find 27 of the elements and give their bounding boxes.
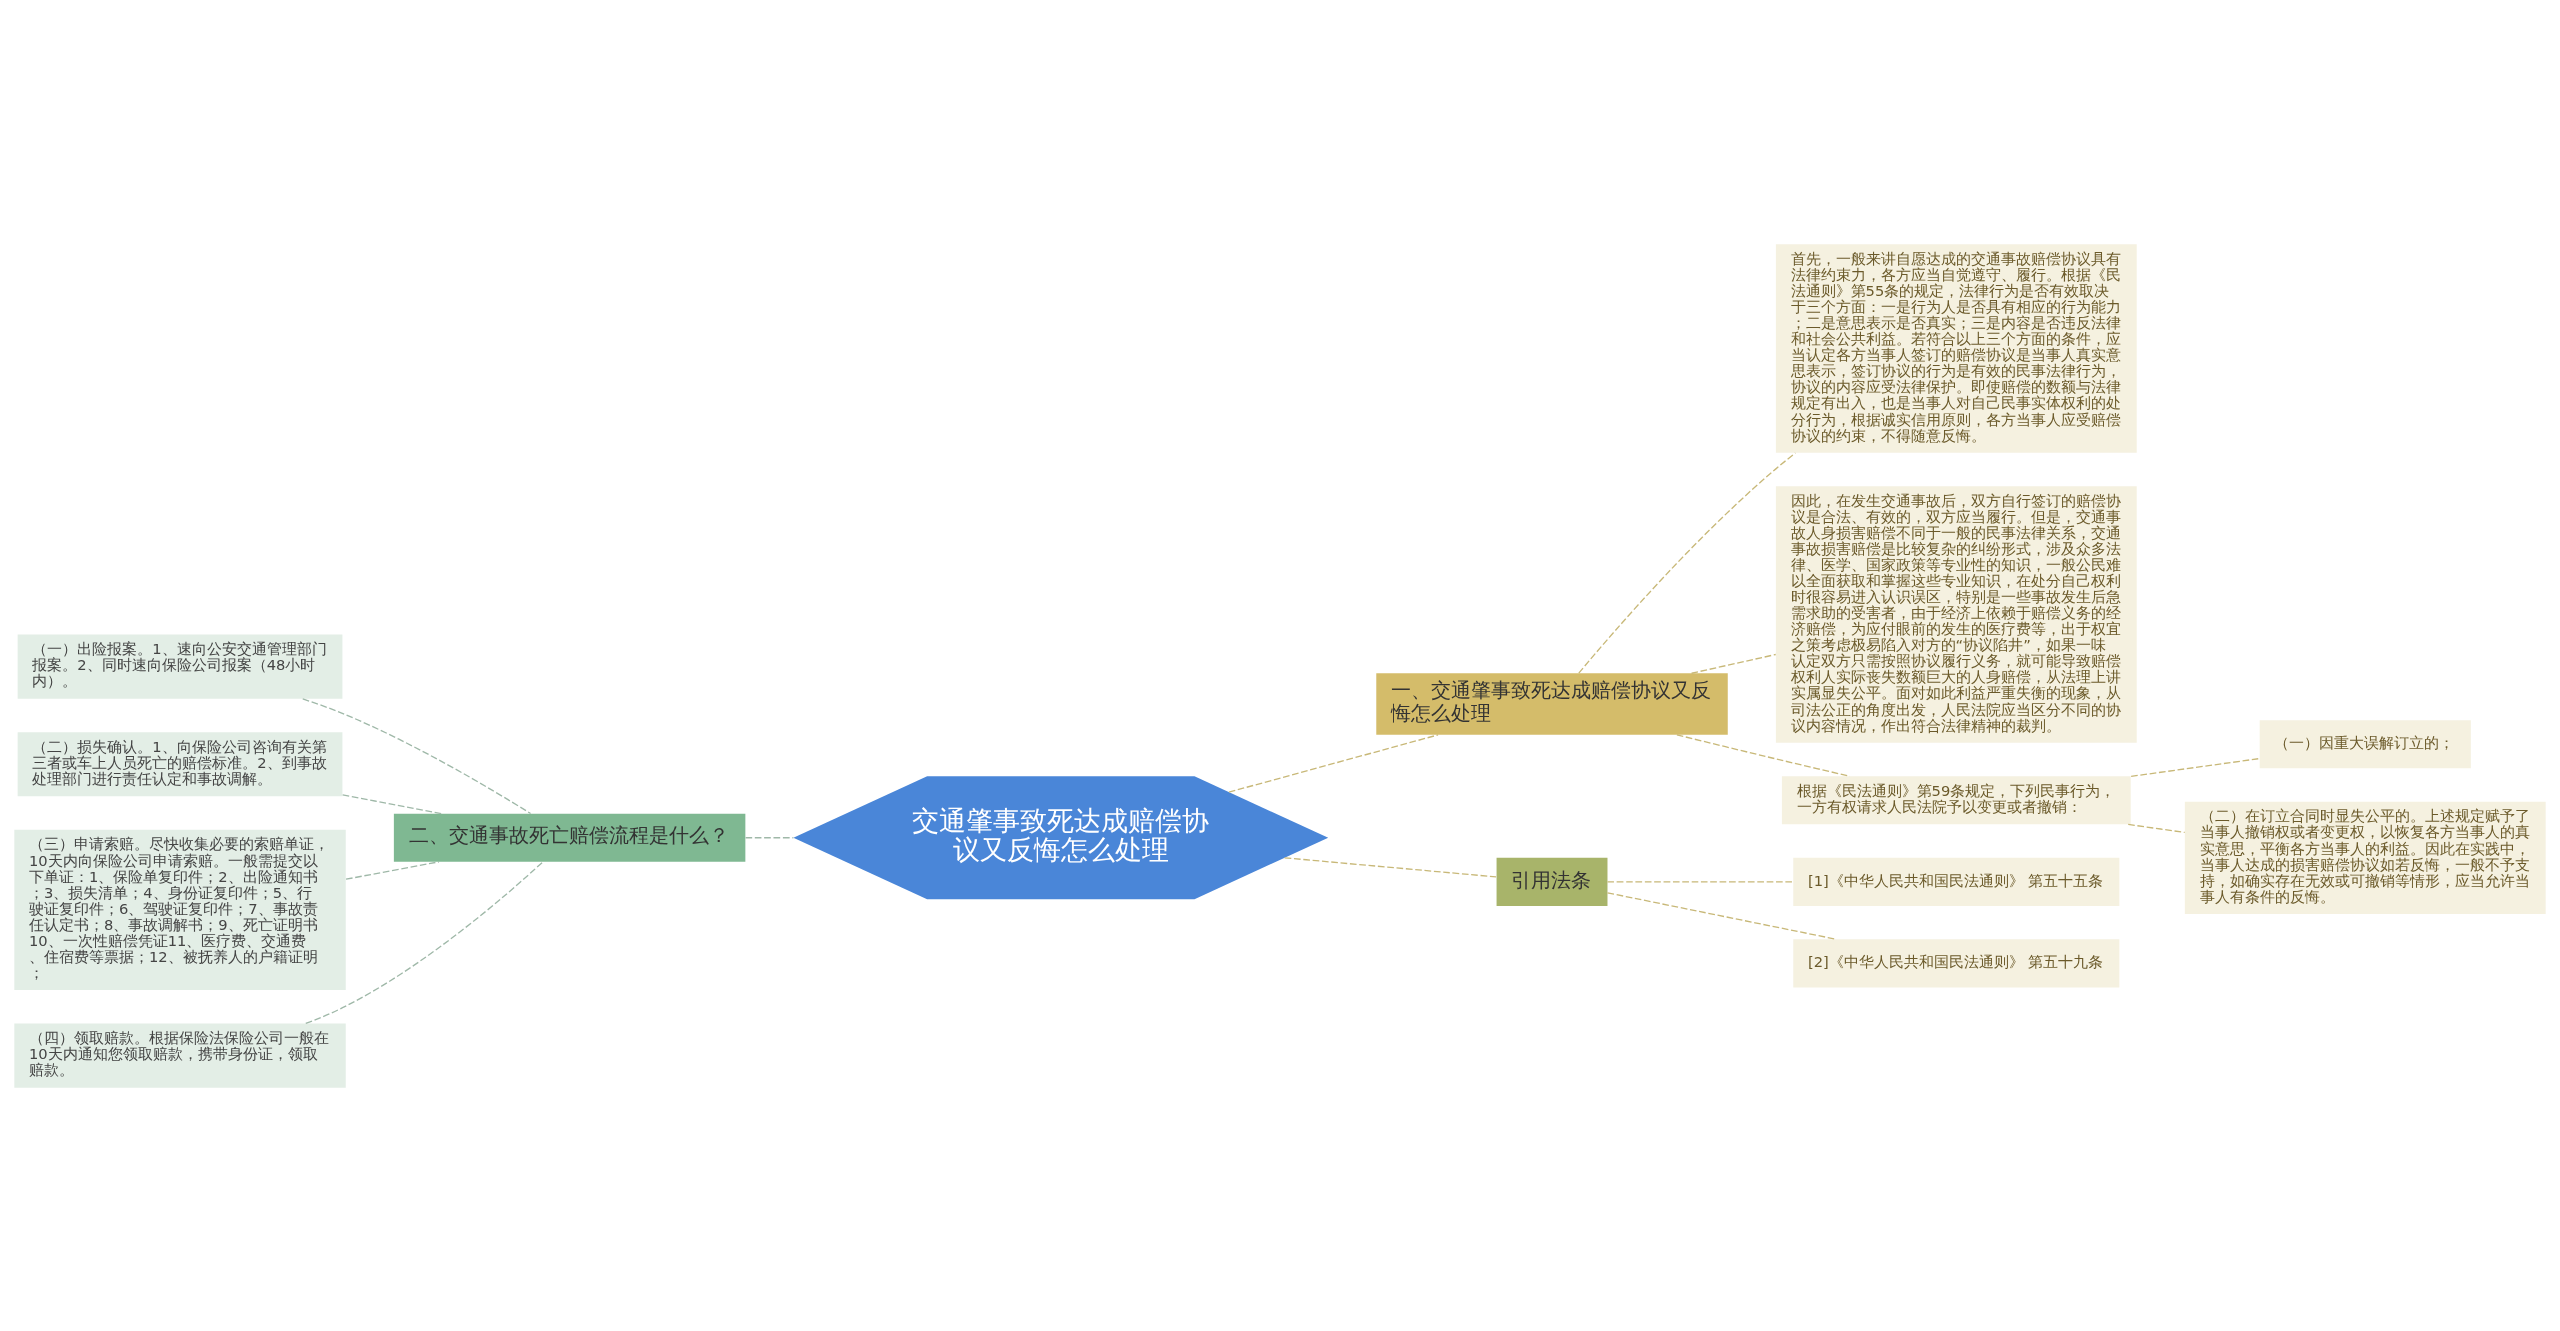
connector bbox=[2127, 823, 2186, 833]
node-box: （二）损失确认。1、向保险公司咨询有关第三者或车上人员死亡的赔偿标准。2、到事故处理部门进行责任认定和事故调解。 bbox=[17, 731, 343, 796]
connector bbox=[305, 860, 544, 1024]
connector bbox=[1283, 856, 1497, 878]
connector bbox=[345, 860, 440, 880]
connector bbox=[302, 697, 532, 814]
connector bbox=[1578, 451, 1797, 674]
connector bbox=[1606, 880, 1794, 882]
node-box: （一）出险报案。1、速向公安交通管理部门报案。2、同时速向保险公司报案（48小时内）。 bbox=[17, 634, 343, 699]
connector bbox=[1228, 733, 1439, 793]
node-box: 首先，一般来讲自愿达成的交通事故赔偿协议具有法律约束力，各方应当自觉遵守、履行。根据《民法通则》第55条的规定，法律行为是否有效取决于三个方面：一是行为人是否具有相应的行为能力；二是意思表示是否真实；三是内容是否违反法律和社会公共利益。若符合以上三个方面的条件，应当认定各方当事人签订的赔偿协议是当事人真实意思表示，签订协议的行为是有效的民事法律行为，协议的内容应受法律保护。即使赔偿的数额与法律规定有出入，也是当事人对自己民事实体权利的处分行为，根据诚实信用原则，各方当事人应受赔偿协议的约束，不得随意反悔。 bbox=[1775, 243, 2137, 453]
node-box: （四）领取赔款。根据保险法保险公司一般在10天内通知您领取赔款，携带身份证，领取赔款。 bbox=[14, 1023, 346, 1088]
node-box: 一、交通肇事致死达成赔偿协议又反悔怎么处理 bbox=[1376, 672, 1728, 735]
node-box: （二）在订立合同时显失公平的。上述规定赋予了当事人撤销权或者变更权，以恢复各方当事人的真实意思，平衡各方当事人的利益。因此在实践中，当事人达成的损害赔偿协议如若反悔，一般不予支持，如确实存在无效或可撤销等情形，应当允许当事人有条件的反悔。 bbox=[2184, 801, 2546, 914]
connector bbox=[342, 793, 443, 814]
connector bbox=[1690, 653, 1777, 674]
connector bbox=[2130, 757, 2260, 777]
node-box: 根据《民法通则》第59条规定，下列民事行为，一方有权请求人民法院予以变更或者撤销： bbox=[1781, 775, 2131, 824]
connector bbox=[744, 836, 795, 838]
node-box: [2]《中华人民共和国民法通则》 第五十九条 bbox=[1793, 938, 2120, 987]
node-box: 因此，在发生交通事故后，双方自行签订的赔偿协议是合法、有效的，双方应当履行。但是，交通事故人身损害赔偿不同于一般的民事法律关系，交通事故损害赔偿是比较复杂的纠纷形式，涉及众多法律、医学、国家政策等专业性的知识，一般公民难以全面获取和掌握这些专业知识，在处分自己权利时很容易进入认识误区，特别是一些事故发生后急需求助的受害者，由于经济上依赖于赔偿义务的经济赔偿，为应付眼前的发生的医疗费等，出于权宜之策考虑极易陷入对方的“协议陷井”，如果一味认定双方只需按照协议履行义务，就可能导致赔偿权利人实际丧失数额巨大的人身赔偿，从法理上讲实属显失公平。面对如此利益严重失衡的现象，从司法公正的角度出发，人民法院应当区分不同的协议内容情况，作出符合法律精神的裁判。 bbox=[1775, 485, 2137, 743]
node-box: 二、交通事故死亡赔偿流程是什么？ bbox=[393, 813, 746, 862]
connector bbox=[1606, 891, 1837, 940]
node-box: （一）因重大误解订立的； bbox=[2259, 719, 2471, 768]
node-box: （三）申请索赔。尽快收集必要的索赔单证，10天内向保险公司申请索赔。一般需提交以下单证：1、保险单复印件；2、出险通知书；3、损失清单；4、身份证复印件；5、行驶证复印件；6、驾驶证复印件；7、事故责任认定书；8、事故调解书；9、死亡证明书10、一次性赔偿凭证11、医疗费、交通费、住宿费等票据；12、被抚养人的户籍证明； bbox=[14, 829, 346, 990]
node-box: [1]《中华人民共和国民法通则》 第五十五条 bbox=[1793, 857, 2120, 906]
node-box: 引用法条 bbox=[1496, 857, 1608, 906]
